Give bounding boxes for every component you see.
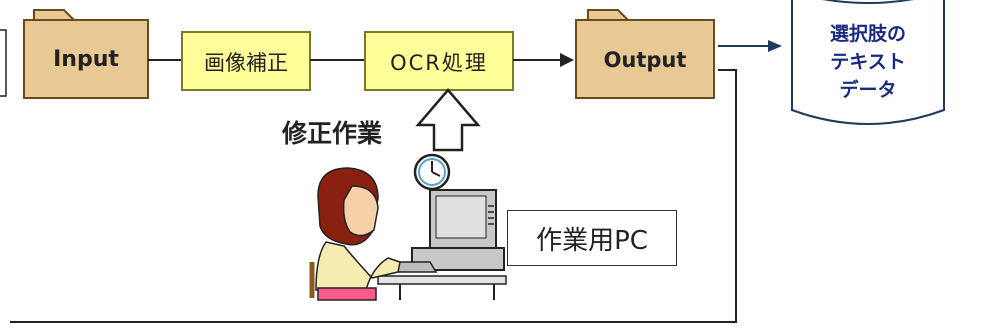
output-label: Output: [604, 48, 687, 72]
ocr-process-box: OCR処理: [364, 31, 514, 91]
database-line-2: テキスト: [830, 51, 905, 73]
work-pc-label: 作業用PC: [536, 225, 648, 256]
computer-icon: [377, 189, 507, 300]
database-cylinder: 選択肢の テキスト データ: [791, 0, 945, 125]
folder-tab-icon: [33, 9, 77, 21]
feedback-loop-line: [10, 69, 737, 323]
database-top-rim: [822, 0, 914, 4]
work-pc-label-box: 作業用PC: [507, 210, 677, 266]
arrowhead-icon: [768, 40, 782, 52]
folder-icon: [575, 19, 715, 99]
database-icon: [791, 0, 945, 125]
image-correction-label: 画像補正: [204, 51, 288, 75]
output-folder: Output: [575, 9, 715, 99]
database-line-1: 選択肢の: [830, 22, 906, 45]
person-icon: [309, 167, 401, 301]
ocr-process-rect: [364, 31, 514, 91]
database-line-3: データ: [839, 78, 896, 101]
left-edge-bracket: [0, 29, 7, 97]
image-correction-rect: [181, 31, 311, 91]
input-label: Input: [53, 47, 119, 72]
ocr-process-label: OCR処理: [390, 51, 488, 75]
folder-tab-icon: [587, 9, 631, 21]
manual-fix-label: 修正作業: [281, 119, 382, 148]
image-correction-box: 画像補正: [181, 31, 311, 91]
folder-icon: [23, 19, 149, 99]
input-folder: Input: [23, 9, 149, 99]
arrowhead-icon: [560, 53, 574, 67]
clock-icon: [413, 153, 451, 191]
up-arrow-icon: [415, 88, 481, 152]
